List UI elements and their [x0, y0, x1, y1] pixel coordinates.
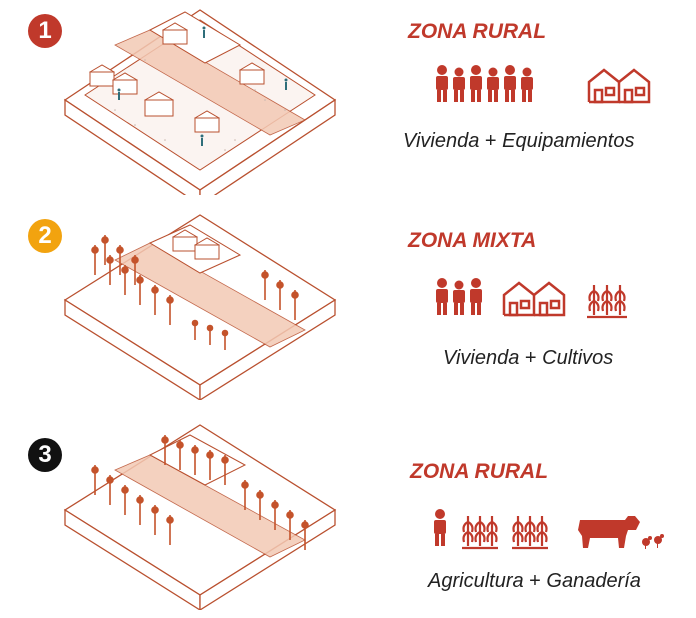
panel-zona-rural-vivienda: 1 ZO [0, 0, 696, 200]
isometric-terrain-farming [63, 424, 337, 610]
zone-caption: Vivienda + Equipamientos [403, 130, 634, 153]
isometric-terrain-housing [63, 9, 337, 195]
caption-main: Agricultura [428, 570, 524, 592]
caption-rest: Ganadería [546, 570, 641, 592]
caption-rest: Equipamientos [502, 130, 635, 152]
cow-icon [578, 516, 640, 548]
step-badge-1: 1 [28, 14, 62, 48]
zone-title: ZONA RURAL [408, 20, 547, 43]
person-icon [434, 509, 446, 546]
zone-title: ZONA MIXTA [408, 229, 537, 252]
houses-icon [587, 68, 651, 104]
wheat-icon [587, 285, 627, 319]
chicken-icon [642, 534, 664, 549]
zone-title: ZONA RURAL [410, 460, 549, 483]
zone-icons-row [436, 278, 627, 319]
step-badge-2: 2 [28, 219, 62, 253]
caption-rest: Cultivos [542, 347, 614, 369]
person-group-3-icon [436, 278, 482, 315]
isometric-terrain-mixed [63, 214, 337, 400]
wheat-icon [462, 516, 498, 550]
caption-plus: + [529, 570, 541, 592]
caption-plus: + [524, 347, 537, 369]
houses-icon [502, 281, 566, 317]
panel-zona-mixta: 2 ZONA MIXTA [0, 205, 696, 405]
caption-main: Vivienda [403, 130, 480, 152]
caption-plus: + [484, 130, 497, 152]
wheat-icon [512, 516, 548, 550]
zone-caption: Vivienda + Cultivos [443, 347, 613, 370]
person-group-6-icon [436, 65, 533, 102]
zone-caption: Agricultura + Ganadería [428, 570, 641, 593]
zone-icons-row [434, 509, 664, 550]
step-badge-3: 3 [28, 438, 62, 472]
zone-icons-row [436, 65, 651, 104]
caption-main: Vivienda [443, 347, 520, 369]
panel-zona-rural-agricultura: 3 ZONA RURAL [0, 410, 696, 618]
